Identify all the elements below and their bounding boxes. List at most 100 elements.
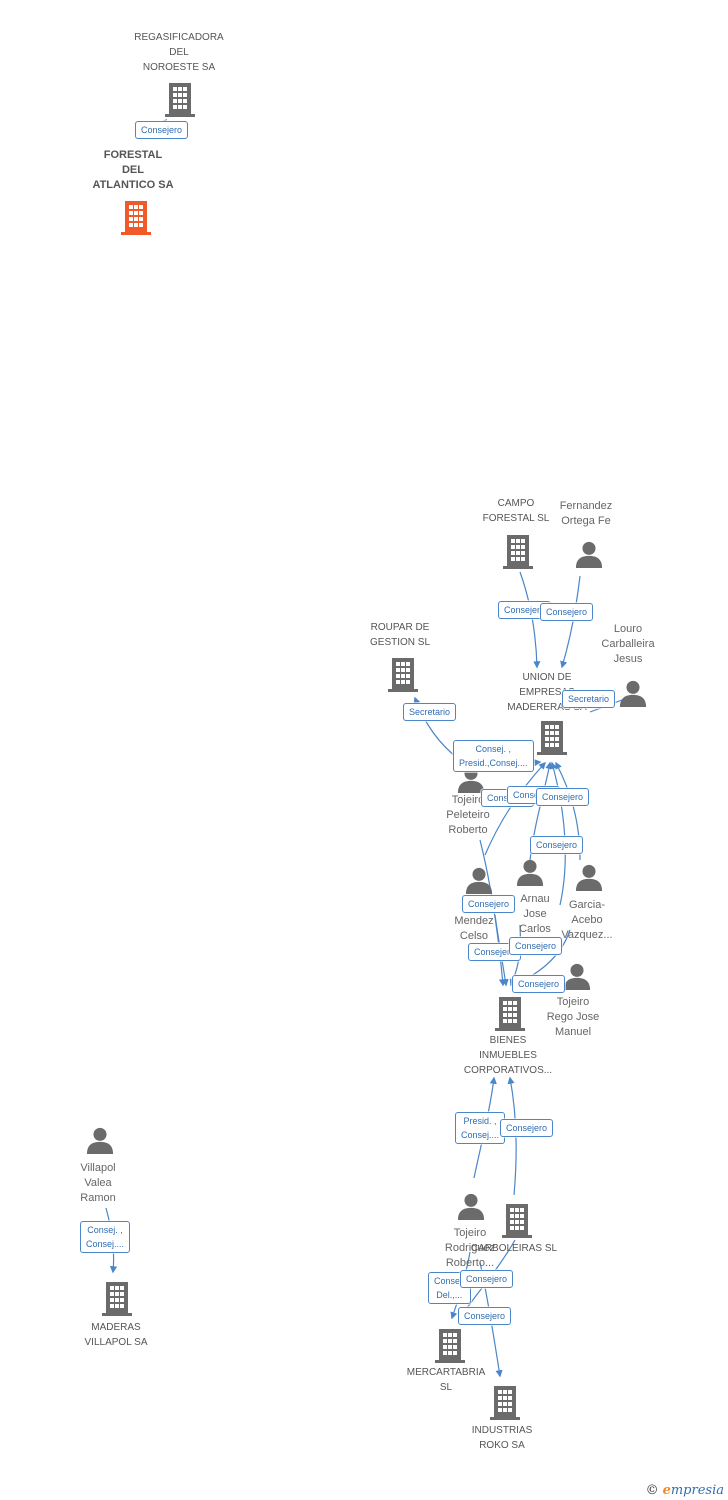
label-line: NOROESTE SA: [142, 62, 216, 73]
label-line: Garcia-: [568, 899, 606, 911]
label-line: Consejero: [464, 1311, 506, 1321]
relation-label[interactable]: Secretario: [562, 690, 616, 708]
label-line: Fernandez: [559, 500, 613, 512]
relation-label[interactable]: Consej. ,Presid.,Consej....: [453, 740, 534, 772]
label-line: Consejero: [506, 1123, 548, 1133]
label-line: Acebo: [571, 914, 603, 926]
label-line: INDUSTRIAS: [471, 1425, 533, 1436]
person-icon: [619, 680, 647, 707]
relation-label[interactable]: Consej. ,Consej....: [80, 1221, 131, 1253]
building-icon: [503, 535, 533, 569]
brand-initial: e: [662, 1483, 671, 1498]
label-line: Presid.,Consej....: [459, 758, 528, 768]
relation-label[interactable]: Consejero: [462, 895, 516, 913]
label-line: CAMPO: [497, 498, 535, 509]
label-line: Tojeiro: [556, 996, 590, 1008]
label-line: Tojeiro: [453, 1227, 487, 1239]
building-icon: [388, 658, 418, 692]
label-line: FORESTAL: [103, 149, 163, 161]
company-regasificadora[interactable]: REGASIFICADORA DEL NOROESTE SA: [134, 30, 223, 75]
label-line: VILLAPOL SA: [84, 1337, 148, 1348]
label-line: Consejero: [546, 607, 588, 617]
label-line: Consejero: [141, 125, 183, 135]
label-line: REGASIFICADORA: [134, 32, 224, 43]
copyright-symbol: ©: [645, 1483, 659, 1498]
relation-label[interactable]: Consejero: [536, 788, 590, 806]
label-line: Consejero: [504, 605, 546, 615]
label-line: Consej....: [461, 1130, 500, 1140]
relation-label[interactable]: Consejero: [512, 975, 566, 993]
relation-label[interactable]: Consejero: [530, 836, 584, 854]
label-line: Valea: [84, 1177, 112, 1189]
label-line: EMPRESAS: [519, 687, 575, 698]
label-line: Rodriguez: [444, 1242, 496, 1254]
label-line: Consejero: [536, 840, 578, 850]
label-line: CARBOLEIRAS SL: [470, 1243, 558, 1254]
relation-label[interactable]: Consejero: [458, 1307, 512, 1325]
label-line: MERCARTABRIA: [406, 1367, 486, 1378]
person-icon: [516, 859, 544, 886]
label-line: DEL: [121, 164, 144, 176]
label-line: Consejero: [518, 979, 560, 989]
label-line: Roberto: [448, 824, 488, 836]
relation-label[interactable]: Secretario: [403, 703, 457, 721]
empresia-logo[interactable]: ©empresia: [646, 1483, 724, 1498]
label-line: ROUPAR DE: [370, 622, 430, 633]
relation-label[interactable]: Consejero: [498, 601, 552, 619]
label-line: Secretario: [568, 694, 610, 704]
person-icon: [575, 541, 603, 568]
label-line: Rego Jose: [546, 1011, 600, 1023]
relation-label[interactable]: Consejero: [540, 603, 594, 621]
relation-label[interactable]: Consejero: [135, 121, 189, 139]
edge-line: [519, 571, 541, 669]
building-icon: [537, 721, 567, 755]
label-line: INMUEBLES: [479, 1050, 537, 1061]
company-maderas-villapol[interactable]: MADERAS VILLAPOL SA: [85, 1320, 148, 1350]
label-line: Consejero: [474, 947, 516, 957]
label-line: Roberto...: [445, 1257, 495, 1269]
label-line: GESTION SL: [369, 637, 431, 648]
brand-text: mpresia: [670, 1483, 724, 1498]
building-icon: [165, 83, 195, 117]
person-icon: [457, 1193, 485, 1220]
label-line: Consejero: [542, 792, 584, 802]
company-roupar[interactable]: ROUPAR DE GESTION SL: [370, 620, 430, 650]
person-icon: [575, 864, 603, 891]
label-line: Consejero: [468, 899, 510, 909]
building-icon: [495, 997, 525, 1031]
relation-label[interactable]: Consejero: [509, 937, 563, 955]
label-line: Consejero: [515, 941, 557, 951]
label-line: Consejero: [466, 1274, 508, 1284]
relation-label[interactable]: Presid. ,Consej....: [455, 1112, 506, 1144]
company-carboleiras[interactable]: CARBOLEIRAS SL: [471, 1241, 557, 1256]
label-line: DEL: [169, 47, 189, 58]
label-line: Manuel: [554, 1026, 592, 1038]
label-line: MADERERAS SA: [507, 702, 587, 713]
relation-label[interactable]: Consejero: [500, 1119, 554, 1137]
relation-label[interactable]: Consejero: [460, 1270, 514, 1288]
person-icon: [86, 1127, 114, 1154]
building-icon: [490, 1386, 520, 1420]
relation-label[interactable]: Consejero: [468, 943, 522, 961]
label-line: MADERAS: [91, 1322, 141, 1333]
label-line: CORPORATIVOS...: [463, 1065, 553, 1076]
label-line: Vazquez...: [561, 929, 613, 941]
label-line: Carlos: [519, 923, 551, 935]
label-line: Consej.: [434, 1276, 465, 1286]
label-line: Arnau: [520, 893, 550, 905]
